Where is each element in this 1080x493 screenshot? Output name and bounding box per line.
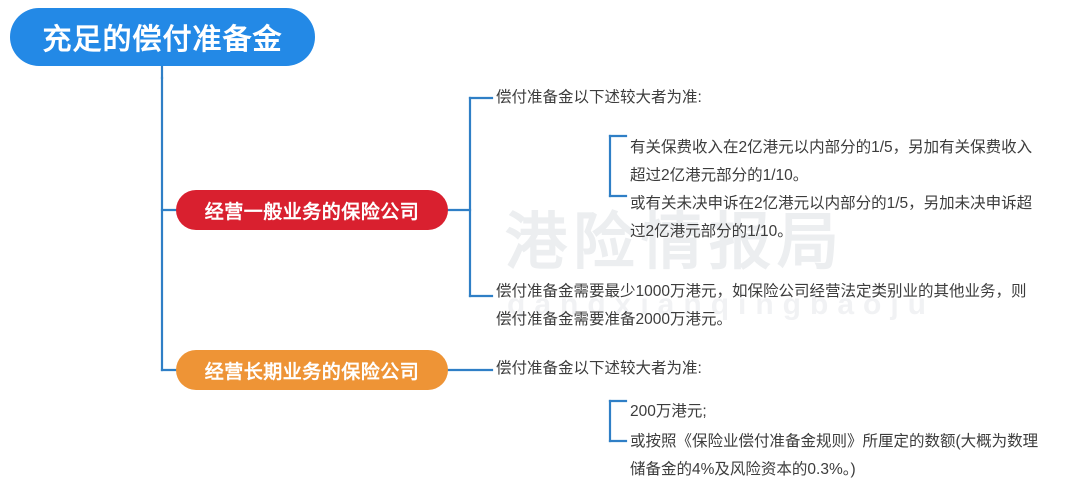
leaf-general-premium-rule: 有关保费收入在2亿港元以内部分的1/5，另加有关保费收入 超过2亿港元部分的1/… — [630, 139, 1033, 184]
leaf-longterm-minimum-amount: 200万港元; — [630, 403, 707, 420]
leaf-general-criteria-heading: 偿付准备金以下述较大者为准: — [496, 89, 702, 106]
root-node[interactable]: 充足的偿付准备金 — [10, 8, 315, 66]
leaf-general-minimum-amount: 偿付准备金需要最少1000万港元，如保险公司经营法定类别业的其他业务，则 偿付准… — [496, 283, 1027, 328]
branch-node-longterm-insurance[interactable]: 经营长期业务的保险公司 — [176, 350, 448, 390]
leaf-longterm-criteria-heading: 偿付准备金以下述较大者为准: — [496, 360, 702, 377]
branch-node-general-insurance[interactable]: 经营一般业务的保险公司 — [176, 190, 448, 230]
leaf-general-claims-rule: 或有关未决申诉在2亿港元以内部分的1/5，另加未决申诉超 过2亿港元部分的1/1… — [630, 195, 1033, 240]
leaf-longterm-regulation-amount: 或按照《保险业偿付准备金规则》所厘定的数额(大概为数理 储备金的4%及风险资本的… — [630, 433, 1039, 478]
